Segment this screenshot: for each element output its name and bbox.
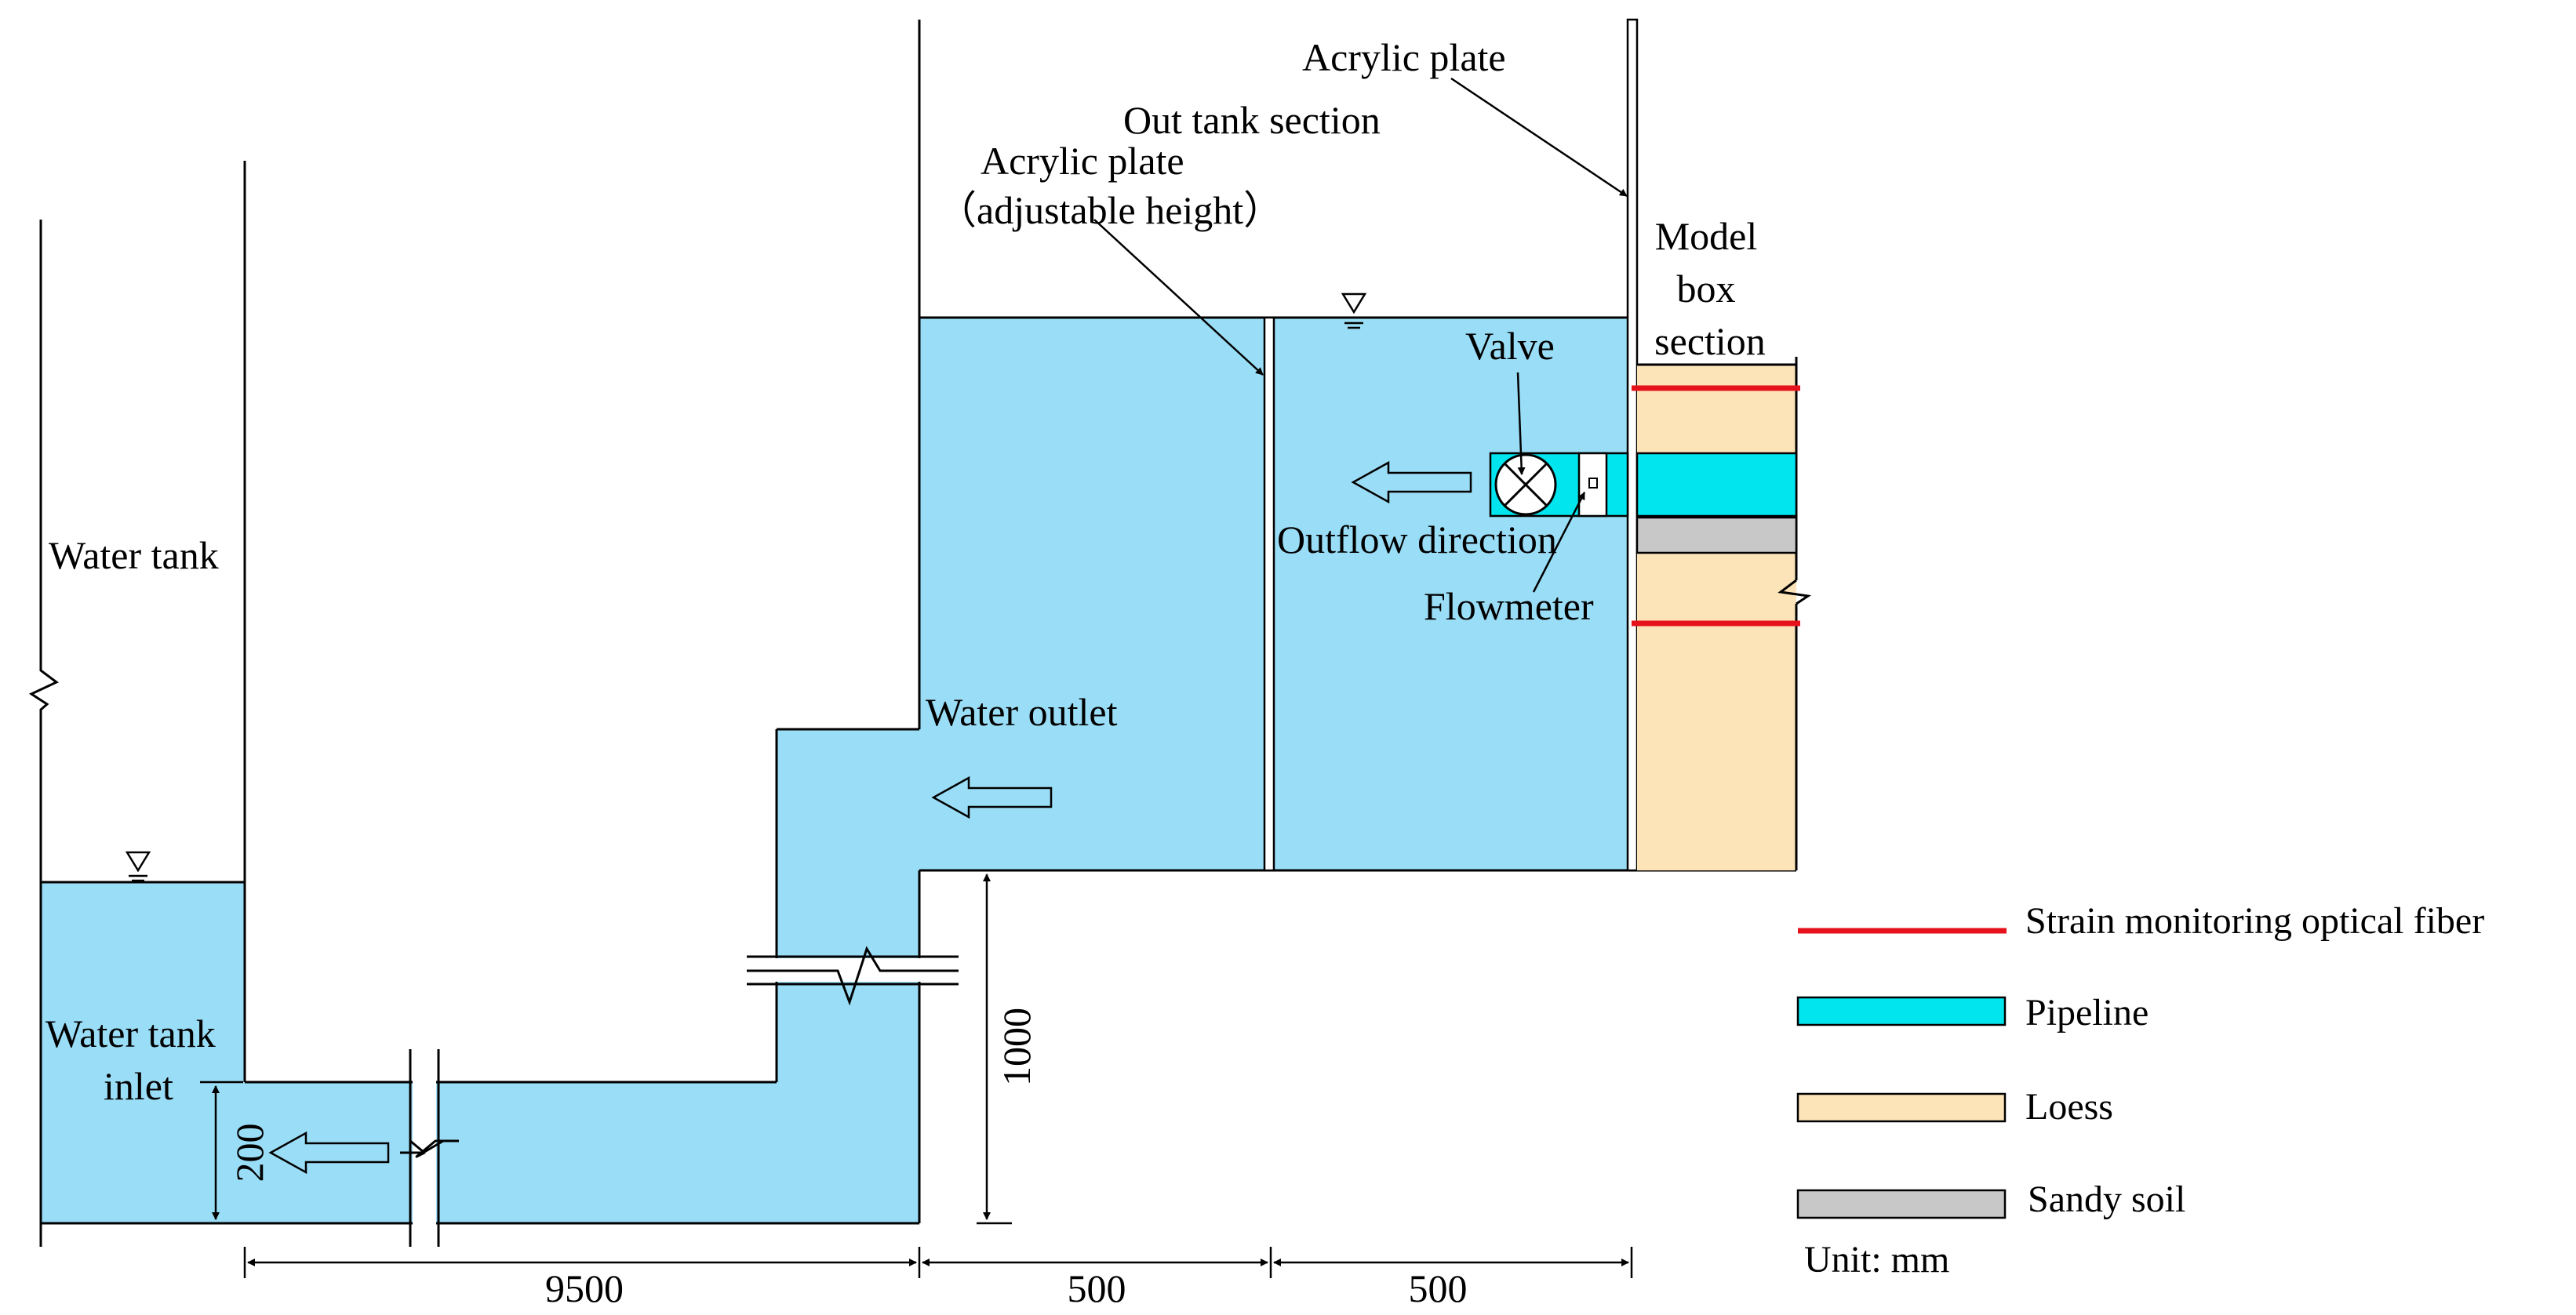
- pipeline-in-soil: [1635, 452, 1798, 518]
- model-box-break: [1777, 579, 1812, 605]
- legend-sandy-label: Sandy soil: [2028, 1179, 2185, 1220]
- label-outflow-direction: Outflow direction: [1277, 518, 1557, 561]
- legend-loess-label: Loess: [2025, 1086, 2113, 1128]
- dim-200: 200: [227, 1124, 271, 1182]
- label-flowmeter: Flowmeter: [1424, 584, 1594, 628]
- label-acrylic-plate-adjustable-2: （adjustable height）: [937, 188, 1283, 232]
- label-water-outlet: Water outlet: [926, 690, 1118, 734]
- water-tank-water: [41, 882, 245, 1223]
- dim-500-right: 500: [1409, 1266, 1468, 1310]
- label-acrylic-plate-adjustable-1: Acrylic plate: [981, 139, 1184, 183]
- label-water-tank-inlet-2: inlet: [104, 1064, 173, 1108]
- water-body: [41, 318, 1628, 1223]
- label-water-tank-inlet-1: Water tank: [45, 1012, 216, 1055]
- legend-loess-swatch: [1796, 1092, 2007, 1123]
- legend-unit: Unit: mm: [1804, 1239, 1949, 1280]
- label-valve: Valve: [1465, 324, 1555, 368]
- legend-fiber-label: Strain monitoring optical fiber: [2025, 900, 2484, 942]
- outlet-arrow: [931, 776, 1053, 819]
- adjustable-acrylic-plate: [1263, 316, 1275, 872]
- label-acrylic-plate: Acrylic plate: [1302, 35, 1506, 79]
- model-box: [1632, 357, 1812, 870]
- legend-pipeline-label: Pipeline: [2025, 992, 2148, 1033]
- label-model-box-2: box: [1677, 267, 1736, 311]
- label-out-tank-section: Out tank section: [1123, 98, 1381, 142]
- acrylic-plate: [1626, 18, 1639, 872]
- flow-arrows: [268, 460, 1472, 1175]
- leader-lines: [1093, 77, 1628, 593]
- break-marks: [400, 946, 959, 1247]
- water-tank-left-wall: [28, 220, 59, 1247]
- label-water-tank: Water tank: [49, 533, 219, 577]
- label-model-box-3: section: [1654, 319, 1766, 363]
- inlet-arrow: [268, 1131, 390, 1175]
- legend-pipeline-swatch: [1796, 996, 2007, 1026]
- label-model-box-1: Model: [1655, 214, 1758, 258]
- sandy-layer: [1635, 516, 1798, 554]
- valve-assembly: [1489, 452, 1629, 518]
- water-level-symbols: [125, 292, 1367, 882]
- outflow-arrow: [1351, 460, 1472, 504]
- water-level-icon-out-tank: [1341, 292, 1367, 314]
- dim-9500: 9500: [545, 1266, 624, 1310]
- loess-fill: [1637, 365, 1796, 870]
- legend: Strain monitoring optical fiber Pipeline…: [1796, 900, 2484, 1280]
- legend-sandy-swatch: [1796, 1189, 2007, 1219]
- water-level-icon-tank: [125, 851, 151, 873]
- dim-500-left: 500: [1068, 1266, 1126, 1310]
- dim-1000: 1000: [995, 1008, 1039, 1086]
- dimension-lines: [200, 869, 1633, 1278]
